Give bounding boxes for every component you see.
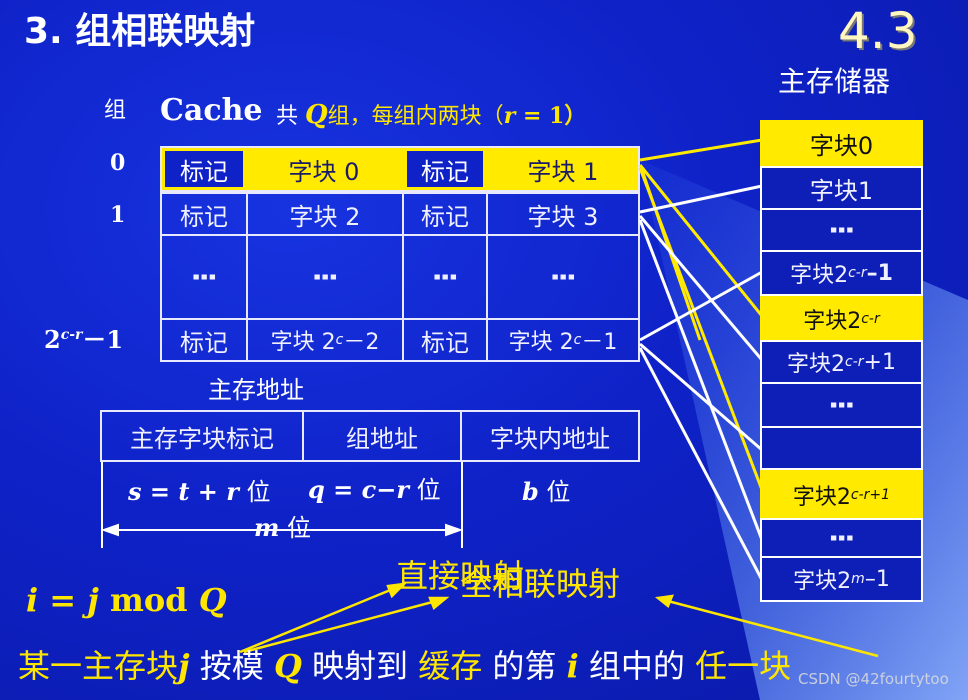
watermark: CSDN @42fourtytoo	[798, 670, 949, 688]
associative-mapping-label: 全相联映射	[460, 565, 621, 603]
row-label-last: 2c-r－1	[44, 325, 124, 354]
memory-block-0: 字块0	[760, 120, 923, 166]
memory-dots: ⋮	[760, 208, 923, 252]
cache-table: 标记 字块 0 标记 字块 1 标记 字块 2 标记 字块 3 ⋮ ⋮ ⋮ ⋮ …	[160, 146, 640, 362]
cache-row0-block2: 字块 1	[527, 157, 599, 186]
memory-block-1: 字块1	[760, 166, 923, 210]
cache-header-text: 共 Q组，每组内两块（r = 1）	[276, 100, 587, 130]
mod-formula: i = j mod Q	[26, 581, 227, 619]
group-column-header: 组	[104, 98, 127, 123]
cache-label: Cache	[160, 93, 263, 128]
address-label: 主存地址	[208, 376, 304, 404]
address-s-bits: s = t + r 位	[128, 477, 271, 506]
address-q-bits: q = c−r 位	[308, 475, 441, 504]
page-title: 3. 组相联映射	[24, 11, 256, 52]
address-m-bits: m 位	[254, 513, 312, 542]
section-number: 4.3	[838, 2, 918, 60]
main-memory-label: 主存储器	[778, 65, 891, 98]
cache-row1-block2: 字块 3	[486, 192, 640, 236]
bottom-sentence: 某一主存块j 按模 Q 映射到 缓存 的第 i 组中的 任一块	[18, 647, 792, 685]
memory-block-empty	[760, 426, 923, 470]
cache-row0-block1: 字块 0	[288, 157, 360, 186]
address-field-offset: 字块内地址	[460, 410, 640, 462]
cache-rowlast-tag2: 标记	[402, 318, 488, 362]
address-field-tag: 主存字块标记	[100, 410, 304, 462]
row-label-1: 1	[110, 202, 126, 228]
address-b-bits: b 位	[522, 477, 571, 506]
direct-mapping-label: 直接映射	[396, 557, 525, 595]
address-format: 主存字块标记 组地址 字块内地址	[100, 410, 640, 462]
row-label-0: 0	[110, 150, 126, 176]
cache-row0-tag1: 标记	[162, 148, 246, 190]
cache-row0-tag2: 标记	[404, 148, 486, 190]
